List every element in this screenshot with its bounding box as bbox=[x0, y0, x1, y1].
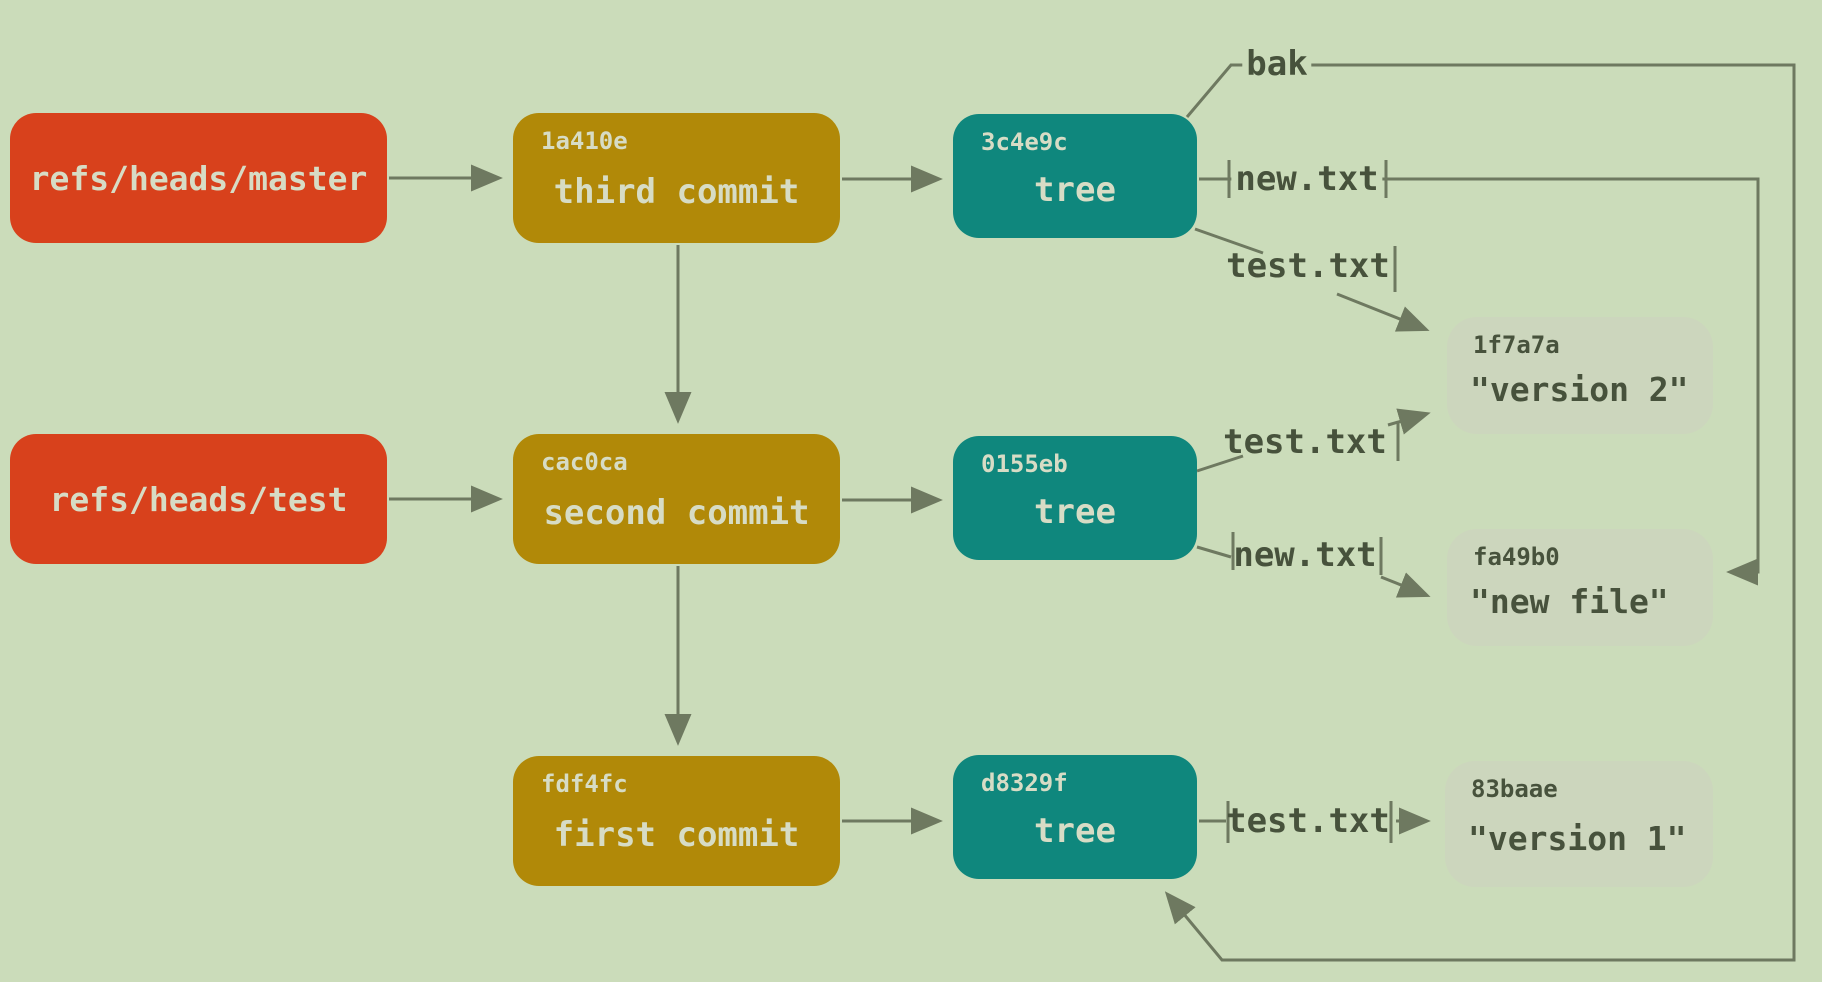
commit-message: first commit bbox=[553, 815, 800, 855]
ref-name: refs/heads/test bbox=[49, 479, 348, 519]
commit-node-second: cac0ca second commit bbox=[513, 434, 840, 564]
blob-hash: fa49b0 bbox=[1473, 543, 1560, 571]
edge-label-bak: bak bbox=[1242, 44, 1312, 84]
edge-label-testtxt: test.txt bbox=[1223, 422, 1387, 462]
tree-node-3c4e9c: 3c4e9c tree bbox=[953, 114, 1197, 238]
edge-label-testtxt: test.txt bbox=[1226, 801, 1390, 841]
arrow-tree1-bak-to-tree3 bbox=[1164, 63, 1796, 962]
edge-label-testtxt: test.txt bbox=[1226, 246, 1390, 286]
blob-content: "version 1" bbox=[1468, 818, 1687, 858]
tree-hash: d8329f bbox=[981, 769, 1068, 797]
tree-node-d8329f: d8329f tree bbox=[953, 755, 1197, 879]
commit-node-first: fdf4fc first commit bbox=[513, 756, 840, 886]
blob-node-version1: 83baae "version 1" bbox=[1445, 761, 1713, 887]
blob-content: "new file" bbox=[1470, 582, 1669, 621]
arrow-tree2-testtxt-to-blob-version2 bbox=[1387, 408, 1431, 435]
blob-content: "version 2" bbox=[1470, 370, 1689, 409]
edge-label-newtxt: new.txt bbox=[1233, 535, 1377, 575]
blob-node-version2: 1f7a7a "version 2" bbox=[1447, 317, 1713, 434]
blob-hash: 83baae bbox=[1471, 775, 1558, 803]
ref-node-master: refs/heads/master bbox=[10, 113, 387, 243]
tree-hash: 0155eb bbox=[981, 450, 1068, 478]
line-tree1-to-testtxt-label bbox=[1194, 227, 1264, 255]
blob-hash: 1f7a7a bbox=[1473, 331, 1560, 359]
tree-label: tree bbox=[1034, 492, 1116, 532]
line-tree2-to-newtxt-label bbox=[1196, 545, 1232, 559]
tree-label: tree bbox=[1034, 811, 1116, 851]
label-tick-marks bbox=[1226, 160, 1400, 843]
blob-node-newfile: fa49b0 "new file" bbox=[1447, 529, 1713, 646]
commit-hash: 1a410e bbox=[541, 127, 628, 155]
arrow-tree1-testtxt-to-blob-version2 bbox=[1336, 292, 1430, 332]
tree-hash: 3c4e9c bbox=[981, 128, 1068, 156]
arrow-tree1-newtxt-to-blob-newfile bbox=[1199, 177, 1760, 586]
ref-node-test: refs/heads/test bbox=[10, 434, 387, 564]
commit-node-third: 1a410e third commit bbox=[513, 113, 840, 243]
edge-label-newtxt: new.txt bbox=[1231, 159, 1383, 199]
tree-node-0155eb: 0155eb tree bbox=[953, 436, 1197, 560]
commit-hash: fdf4fc bbox=[541, 770, 628, 798]
ref-name: refs/heads/master bbox=[29, 158, 368, 198]
arrow-tree2-newtxt-to-blob-newfile bbox=[1380, 572, 1431, 598]
commit-message: third commit bbox=[553, 172, 800, 212]
tree-label: tree bbox=[1034, 170, 1116, 210]
commit-message: second commit bbox=[543, 493, 810, 533]
line-tree2-to-testtxt-label bbox=[1196, 454, 1244, 473]
commit-hash: cac0ca bbox=[541, 448, 628, 476]
